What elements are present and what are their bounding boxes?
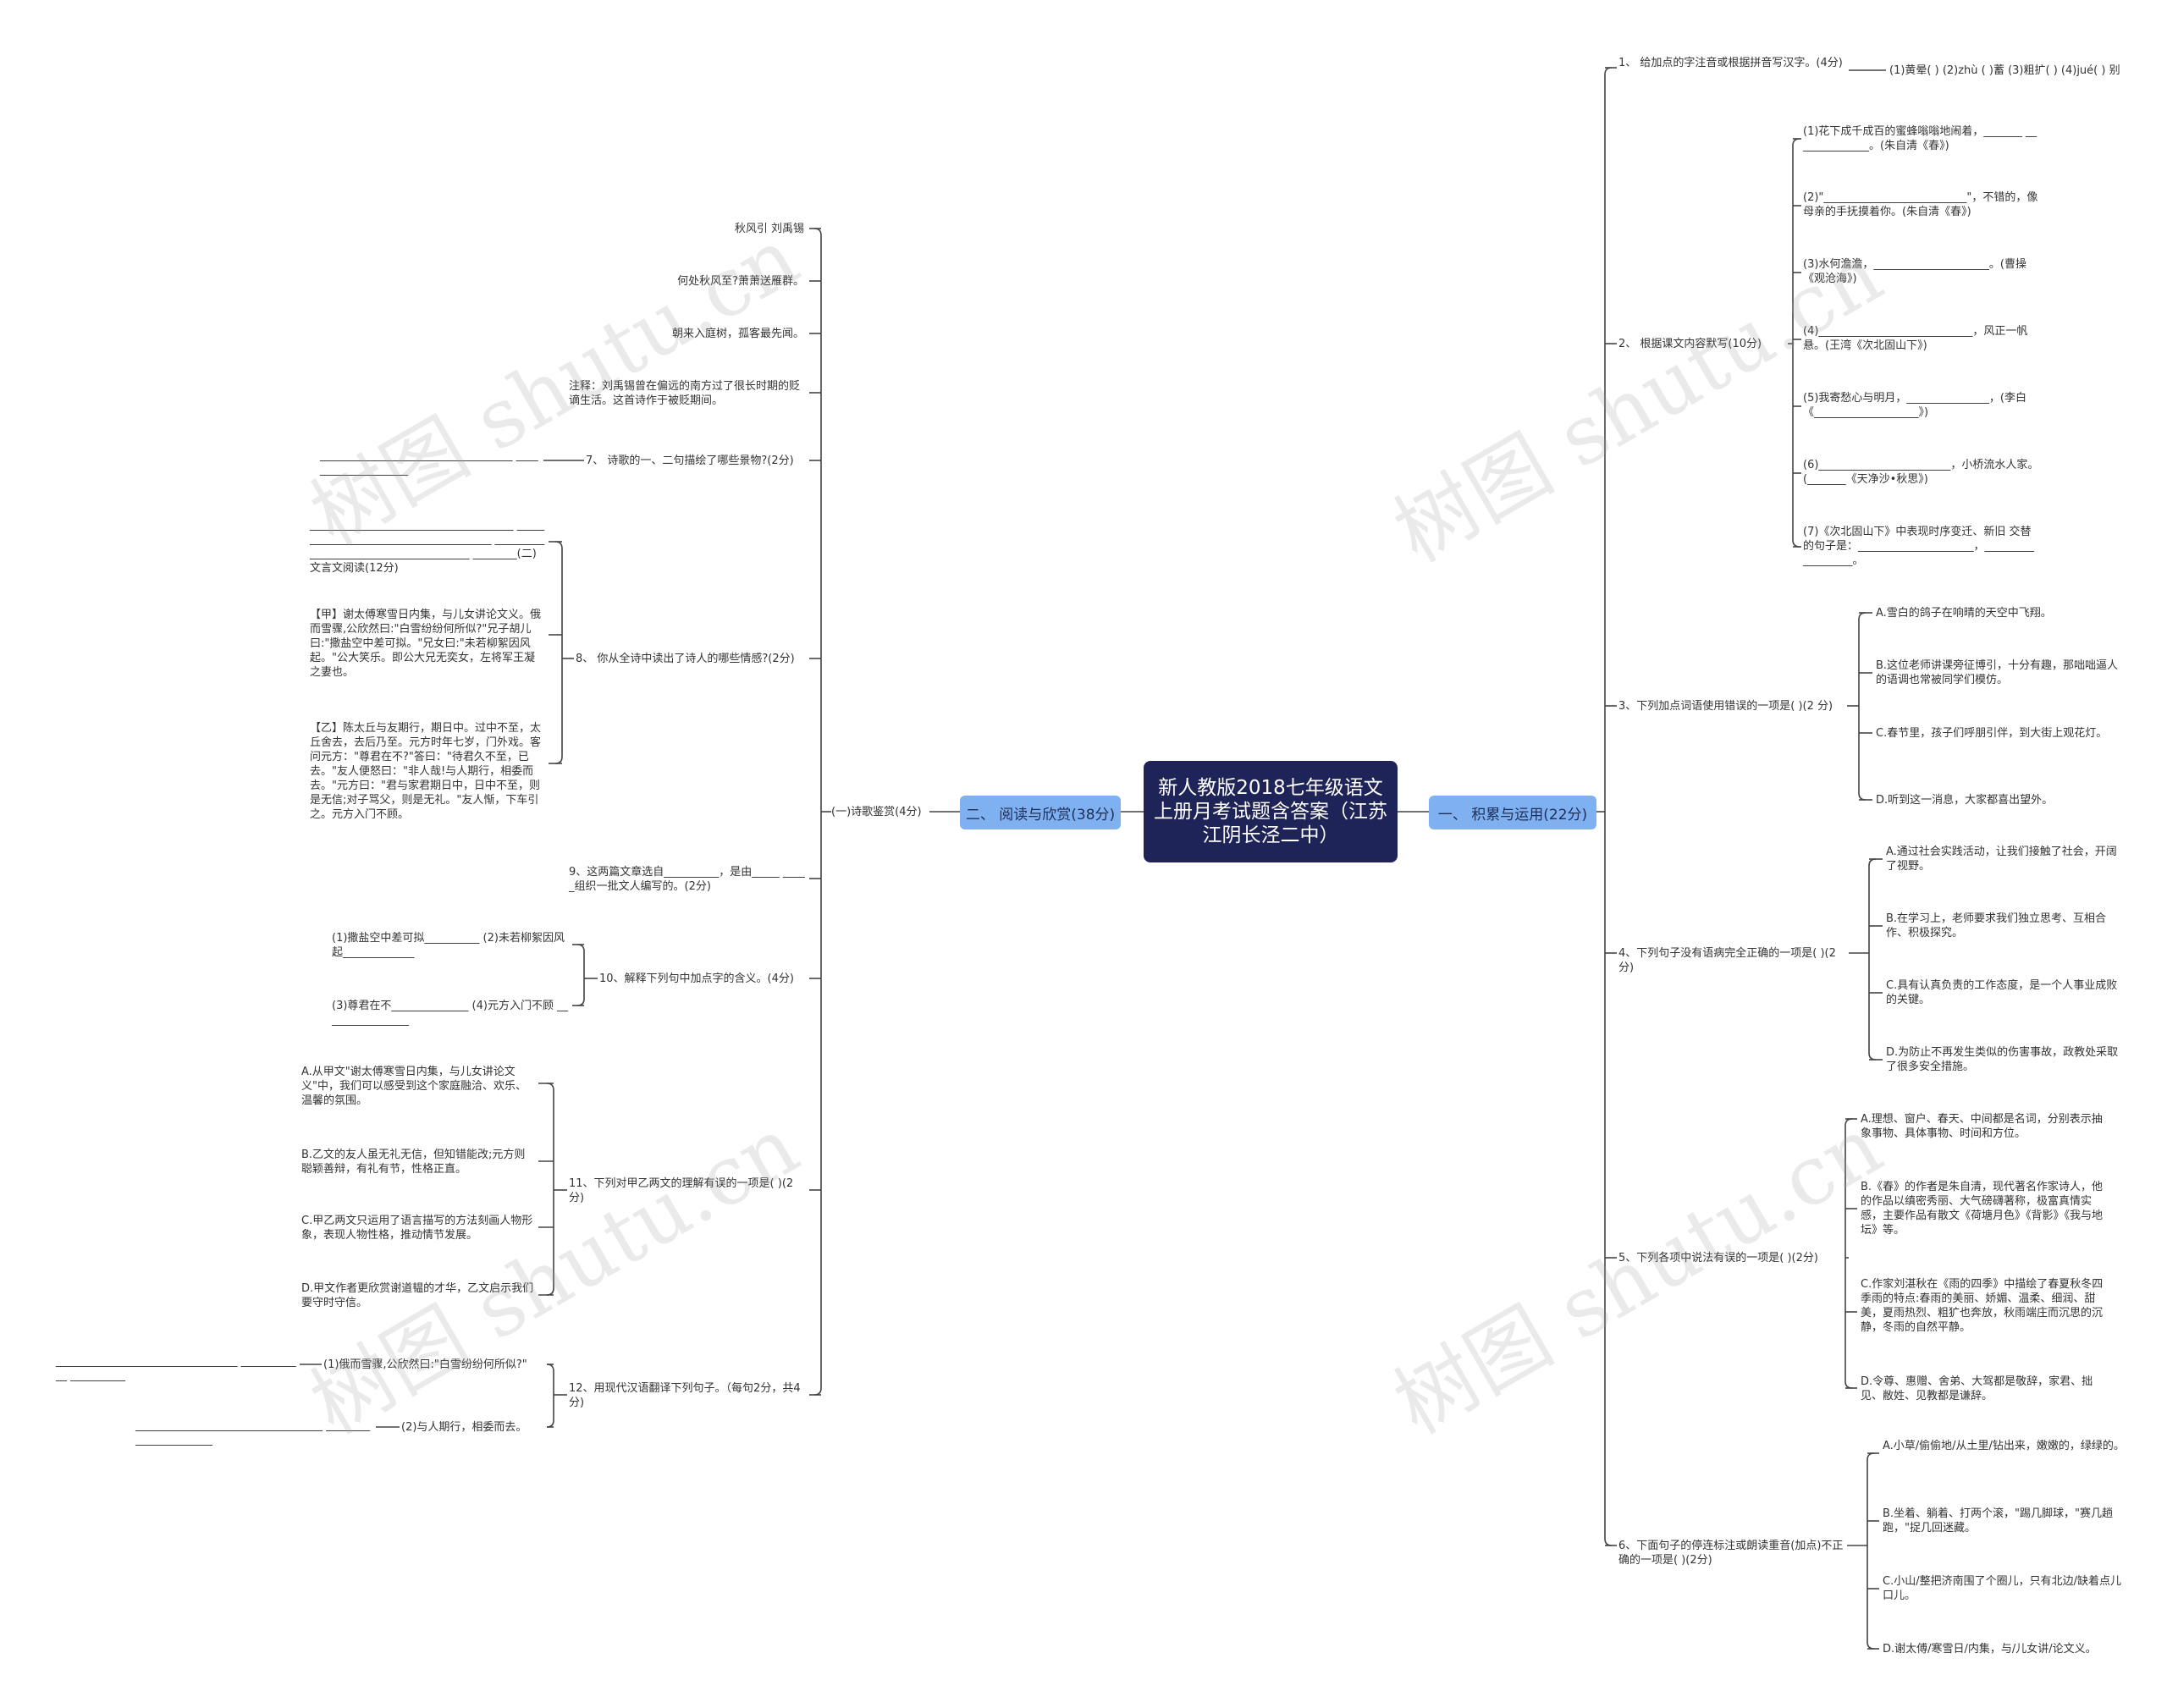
q12-item-2-blank: __________________________________ _____…: [135, 1419, 371, 1446]
q8-item-1: _____________________________________ __…: [310, 519, 545, 575]
q2-item-4: (4)____________________________，风正一帆悬。(王…: [1803, 325, 2028, 352]
q3-option-d: D.听到这一消息，大家都喜出望外。: [1876, 794, 2054, 807]
q3-option-c: C.春节里，孩子们呼朋引伴，到大街上观花灯。: [1876, 727, 2108, 740]
q8-passage-jia: 【甲】谢太傅寒雪日内集，与儿女讲论文义。俄而雪骤,公欣然曰:"白雪纷纷何所似?"…: [310, 609, 542, 679]
q2-label[interactable]: 2、 根据课文内容默写(10分): [1618, 338, 1762, 350]
q2-item-3: (3)水何澹澹，_____________________。(曹操《观沧海》): [1803, 258, 2026, 285]
q11-option-c: C.甲乙两文只运用了语言描写的方法刻画人物形象，表现人物性格，推动情节发展。: [301, 1215, 533, 1242]
q10-item-2: (3)尊君在不______________ (4)元方入门不顾 ________…: [332, 1000, 569, 1027]
q6-option-c: C.小山/整把济南围了个圈儿，只有北边/缺着点儿口儿。: [1883, 1575, 2121, 1602]
branch-accumulation-label: 一、 积累与运用(22分): [1437, 806, 1588, 824]
q6-option-a: A.小草/偷偷地/从土里/钻出来，嫩嫩的，绿绿的。: [1883, 1440, 2125, 1452]
q5-spine: [1844, 1118, 1853, 1389]
branch-accumulation[interactable]: 一、 积累与运用(22分): [1429, 796, 1596, 829]
root-title: 新人教版2018七年级语文上册月考试题含答案（江苏江阴长泾二中）: [1154, 777, 1387, 846]
q3-label[interactable]: 3、下列加点词语使用错误的一项是( )(2 分): [1618, 700, 1833, 713]
sub-poetry-appreciation[interactable]: (一)诗歌鉴赏(4分): [831, 806, 922, 818]
poem-line-1: 何处秋风至?萧萧送雁群。: [677, 275, 804, 288]
q7-label[interactable]: 7、 诗歌的一、二句描绘了哪些景物?(2分): [586, 455, 794, 467]
q11-option-d: D.甲文作者更欣赏谢道韫的才华，乙文启示我们要守时守信。: [301, 1282, 534, 1309]
right-main-spine: [1604, 67, 1613, 1546]
q4-label[interactable]: 4、下列句子没有语病完全正确的一项是( )(2分): [1618, 947, 1836, 974]
q5-option-b: B.《春》的作者是朱自清，现代著名作家诗人，他的作品以缜密秀丽、大气磅礴著称，极…: [1861, 1181, 2104, 1237]
q12-item-2: (2)与人期行，相委而去。: [401, 1421, 527, 1434]
q2-spine: [1792, 138, 1800, 548]
q10-label[interactable]: 10、解释下列句中加点字的含义。(4分): [599, 972, 794, 985]
q11-label[interactable]: 11、下列对甲乙两文的理解有误的一项是( )(2分): [569, 1177, 794, 1204]
q10-spine: [576, 944, 585, 1006]
q11-option-b: B.乙文的友人虽无礼无信，但知错能改;元方则聪颖善辩，有礼有节，性格正直。: [301, 1149, 526, 1176]
q2-item-5: (5)我寄愁心与明月，_______________，(李白《_________…: [1803, 392, 2026, 419]
q12-label[interactable]: 12、用现代汉语翻译下列句子。（每句2分，共4分): [569, 1382, 801, 1409]
poem-title: 秋风引 刘禹锡: [734, 223, 804, 235]
q4-spine: [1868, 858, 1877, 1061]
q6-label[interactable]: 6、下面句子的停连标注或朗读重音(加点)不正确的一项是( )(2分): [1618, 1540, 1844, 1567]
q2-item-6: (6)________________________，小桥流水人家。(____…: [1803, 459, 2039, 486]
q5-option-c: C.作家刘湛秋在《雨的四季》中描绘了春夏秋冬四季雨的特点:春雨的美丽、娇媚、温柔…: [1861, 1278, 2104, 1334]
q12-item-1: (1)俄而雪骤,公欣然曰:"白雪纷纷何所似?": [323, 1358, 527, 1371]
q11-option-a: A.从甲文"谢太傅寒雪日内集，与儿女讲论文义"中，我们可以感受到这个家庭融洽、欢…: [301, 1066, 527, 1107]
q6-option-d: D.谢太傅/寒雪日/内集，与/儿女讲/论文义。: [1883, 1643, 2097, 1656]
q6-spine: [1866, 1452, 1875, 1650]
q5-option-a: A.理想、窗户、春天、中间都是名词，分别表示抽象事物、具体事物、时间和方位。: [1861, 1113, 2103, 1140]
q3-option-a: A.雪白的鸽子在响晴的天空中飞翔。: [1876, 607, 2052, 620]
q12-item-1-blank: _________________________________ ______…: [56, 1355, 296, 1382]
q4-option-b: B.在学习上，老师要求我们独立思考、互相合作、积极探究。: [1886, 912, 2107, 939]
branch-reading[interactable]: 二、 阅读与欣赏(38分): [960, 796, 1121, 829]
q12-spine: [546, 1364, 554, 1428]
q11-spine: [546, 1083, 554, 1296]
q6-option-b: B.坐着、躺着、打两个滚，"踢几脚球，"赛几趟跑，"捉几回迷藏。: [1883, 1507, 2114, 1534]
q4-option-d: D.为防止不再发生类似的伤害事故，政教处采取了很多安全措施。: [1886, 1046, 2119, 1073]
q4-option-a: A.通过社会实践活动，让我们接触了社会，开阔了视野。: [1886, 846, 2117, 873]
q2-item-1: (1)花下成千成百的蜜蜂嗡嗡地闹着，_______ ______________…: [1803, 125, 2037, 152]
q2-item-7: (7)《次北固山下》中表现时序变迁、新旧 交替的句子是：____________…: [1803, 526, 2038, 567]
left-main-spine: [813, 228, 822, 1396]
q10-item-1: (1)撒盐空中差可拟__________ (2)未若柳絮因风起_________…: [332, 932, 565, 959]
q4-option-c: C.具有认真负责的工作态度，是一个人事业成败的关键。: [1886, 979, 2118, 1006]
q8-label[interactable]: 8、 你从全诗中读出了诗人的哪些情感?(2分): [576, 653, 795, 665]
q1-label[interactable]: 1、 给加点的字注音或根据拼音写汉字。(4分): [1618, 57, 1843, 69]
poem-note: 注释：刘禹锡曾在偏远的南方过了很长时期的贬谪生活。这首诗作于被贬期间。: [569, 380, 801, 407]
poem-line-2: 朝来入庭树，孤客最先闻。: [671, 328, 804, 340]
q2-item-2: (2)"__________________________"，不错的，像母亲的…: [1803, 191, 2038, 218]
q3-option-b: B.这位老师讲课旁征博引，十分有趣，那咄咄逼人的语调也常被同学们模仿。: [1876, 659, 2119, 686]
q9-label[interactable]: 9、这两篇文章选自__________，是由_____ _____组织一批文人编…: [569, 866, 805, 893]
q7-blank: ___________________________________ ____…: [320, 449, 538, 477]
q8-spine: [554, 541, 563, 764]
q5-label[interactable]: 5、下列各项中说法有误的一项是( )(2分): [1618, 1252, 1818, 1264]
branch-reading-label: 二、 阅读与欣赏(38分): [965, 806, 1116, 824]
root-topic[interactable]: 新人教版2018七年级语文上册月考试题含答案（江苏江阴长泾二中）: [1144, 761, 1398, 862]
q8-passage-yi: 【乙】陈太丘与友期行，期日中。过中不至，太丘舍去，去后乃至。元方时年七岁，门外戏…: [310, 722, 542, 821]
q5-option-d: D.令尊、惠赠、舍弟、大驾都是敬辞，家君、拙见、敝姓、见教都是谦辞。: [1861, 1375, 2093, 1402]
q3-spine: [1858, 612, 1866, 801]
q1-answer: (1)黄晕( ) (2)zhù ( )蓄 (3)粗扩( ) (4)jué( ) …: [1889, 64, 2120, 77]
